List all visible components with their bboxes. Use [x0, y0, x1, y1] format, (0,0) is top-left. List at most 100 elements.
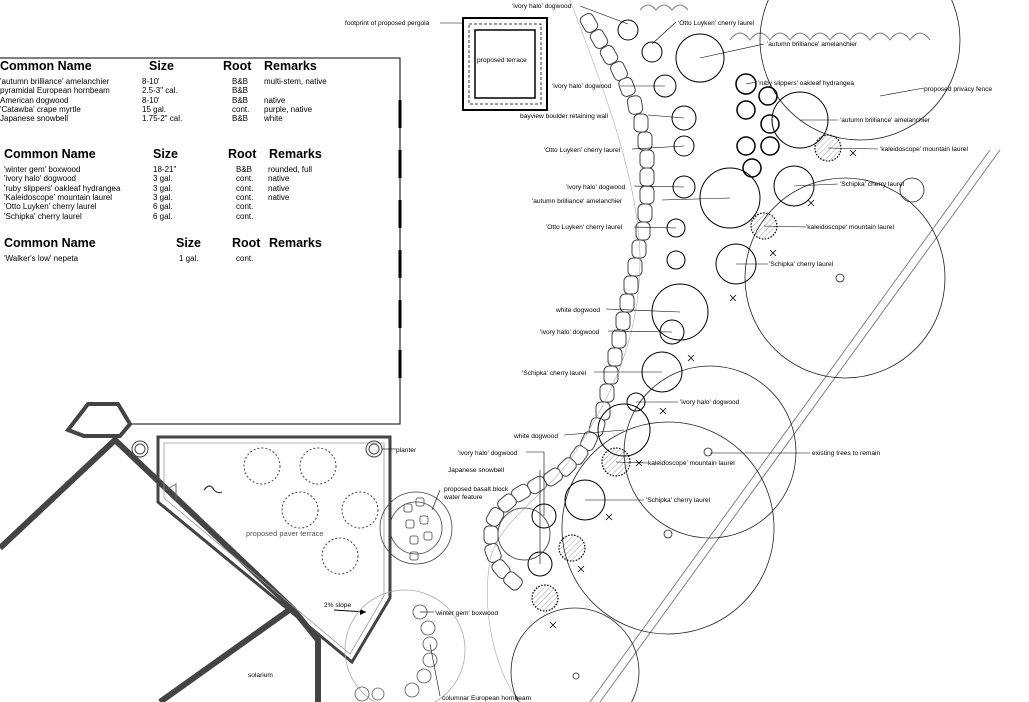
label-kaleidoscope: 'kaleidoscope' mountain laurel	[880, 146, 968, 153]
label-ivory-halo: 'ivory halo' dogwood	[512, 3, 572, 10]
label-pergola: footprint of proposed pergola	[345, 20, 430, 27]
label-water-feature: water feature	[443, 494, 483, 501]
col-header-remarks: Remarks	[264, 59, 317, 73]
cell-name: 'Otto Luyken' cherry laurel	[4, 202, 97, 212]
label-paver-terrace: proposed paver terrace	[246, 529, 324, 538]
cell-root: cont.	[232, 104, 250, 114]
terrace-step	[165, 483, 177, 500]
house-corner	[64, 402, 133, 438]
cell-name: 'Walker's low' nepeta	[4, 254, 79, 263]
cell-size: 1 gal.	[179, 254, 199, 263]
label-autumn-brilliance: 'autumn brilliance' amelanchier	[767, 41, 858, 48]
col-header-root: Root	[232, 236, 261, 250]
col-header-remarks: Remarks	[269, 147, 322, 161]
cell-remarks: white	[264, 114, 283, 124]
label-otto-luyken: 'Otto Luyken' cherry laurel	[678, 20, 755, 27]
label-retaining-wall: bayview boulder retaining wall	[520, 113, 609, 120]
cell-root: cont.	[236, 192, 254, 202]
label-solarium: solarium	[248, 672, 273, 679]
label-schipka: 'Schipka' cherry laurel	[769, 261, 834, 268]
cell-size: 3 gal.	[153, 192, 173, 202]
col-header-name: Common Name	[0, 59, 92, 73]
cell-name: 'ivory halo' dogwood	[4, 174, 76, 184]
label-privacy-fence: proposed privacy fence	[924, 86, 993, 93]
label-boxwood: 'winter gem' boxwood	[435, 610, 498, 617]
plan-labels: footprint of proposed pergola proposed t…	[246, 3, 993, 702]
label-autumn-brilliance: 'autumn brilliance' amelanchier	[532, 198, 623, 205]
label-kaleidoscope: 'kaleidoscope' mountain laurel	[806, 224, 894, 231]
label-white-dogwood: white dogwood	[513, 433, 558, 440]
label-schipka: 'Schipka' cherry laurel	[840, 181, 905, 188]
col-header-remarks: Remarks	[269, 236, 322, 250]
cell-size: 15 gal.	[142, 104, 167, 114]
cell-root: B&B	[232, 95, 249, 105]
cell-root: cont.	[236, 211, 254, 221]
cell-remarks: native	[268, 192, 290, 202]
col-header-size: Size	[153, 147, 179, 161]
label-ivory-halo: 'ivory halo' dogwood	[566, 184, 626, 191]
planting-bed-edge	[487, 0, 641, 702]
cell-root: B&B	[232, 86, 249, 96]
paver-terrace-outline	[156, 435, 392, 665]
decorative-bird	[203, 485, 223, 494]
label-kaleidoscope: kaleidoscope' mountain laurel	[648, 460, 735, 467]
cell-name: 'Kaleidoscope' mountain laurel	[4, 192, 113, 202]
cell-size: 3 gal.	[153, 183, 173, 193]
cell-name: 'Schipka' cherry laurel	[4, 211, 82, 221]
cell-root: cont.	[236, 202, 254, 212]
cell-size: 6 gal.	[153, 202, 173, 212]
cell-root: cont.	[236, 174, 254, 184]
patio-furniture	[243, 447, 379, 575]
cell-root: cont.	[236, 183, 254, 193]
cell-size: 6 gal.	[153, 211, 173, 221]
label-ivory-halo: 'ivory halo' dogwood	[458, 450, 518, 457]
plant-schedule-table-3: Common Name Size Root Remarks 'Walker's …	[4, 236, 344, 267]
label-otto-luyken: 'Otto Luyken' cherry laurel	[544, 147, 621, 154]
cell-remarks: multi-stem, native	[264, 77, 327, 86]
cell-name: Japanese snowbell	[0, 114, 69, 124]
label-autumn-brilliance: 'autumn brilliance' amelanchier	[840, 117, 931, 124]
col-header-name: Common Name	[4, 236, 96, 250]
paver-terrace-inner	[163, 442, 385, 655]
cell-size: 2.5-3" cal.	[142, 86, 178, 96]
label-existing-trees: existing trees to remain	[812, 450, 880, 457]
label-otto-luyken: 'Otto Luyken' cherry laurel	[546, 224, 623, 231]
cell-remarks: native	[268, 174, 290, 184]
label-ivory-halo: 'ivory halo' dogwood	[552, 83, 612, 90]
cell-remarks: purple, native	[264, 104, 313, 114]
label-ivory-halo: 'ivory halo' dogwood	[540, 329, 600, 336]
label-white-dogwood: white dogwood	[555, 307, 600, 314]
label-ivory-halo: 'ivory halo' dogwood	[680, 399, 740, 406]
property-line	[0, 57, 401, 425]
col-header-size: Size	[176, 236, 202, 250]
cell-root: B&B	[236, 165, 253, 174]
col-header-name: Common Name	[4, 147, 96, 161]
boxwood-cluster	[344, 589, 466, 702]
basalt-water-feature	[379, 491, 453, 565]
label-basalt-block: proposed basalt block	[444, 486, 509, 493]
label-hornbeam: columnar European hornbeam	[442, 695, 532, 702]
plant-schedule-table-2: Common Name Size Root Remarks 'winter ge…	[4, 147, 344, 222]
label-snowbell: Japanese snowbell	[448, 467, 505, 474]
cell-size: 18-21"	[153, 165, 177, 174]
label-schipka: 'Schipka' cherry laurel	[646, 497, 711, 504]
cell-root: B&B	[232, 114, 249, 124]
cell-root: B&B	[232, 77, 249, 86]
cell-size: 8-10'	[142, 95, 160, 105]
cell-size: 8-10'	[142, 77, 160, 86]
cell-size: 3 gal.	[153, 174, 173, 184]
cell-name: 'autumn brilliance' amelanchier	[0, 77, 110, 86]
privacy-fence	[589, 4, 1001, 702]
plant-schedule-table-1: Common Name Size Root Remarks 'autumn br…	[0, 59, 340, 126]
cell-remarks: native	[264, 95, 286, 105]
cell-name: pyramidal European hornbeam	[0, 86, 110, 96]
cell-name: American dogwood	[0, 95, 69, 105]
label-slope: 2% slope	[324, 602, 351, 609]
cell-size: 1.75-2" cal.	[142, 114, 183, 124]
cell-remarks: rounded, full	[268, 165, 313, 174]
label-planter: planter	[396, 447, 417, 454]
label-ruby-slippers: 'ruby slippers' oakleaf hydrangea	[758, 80, 854, 87]
col-header-size: Size	[149, 59, 175, 73]
tree-cross-marks	[549, 149, 857, 629]
